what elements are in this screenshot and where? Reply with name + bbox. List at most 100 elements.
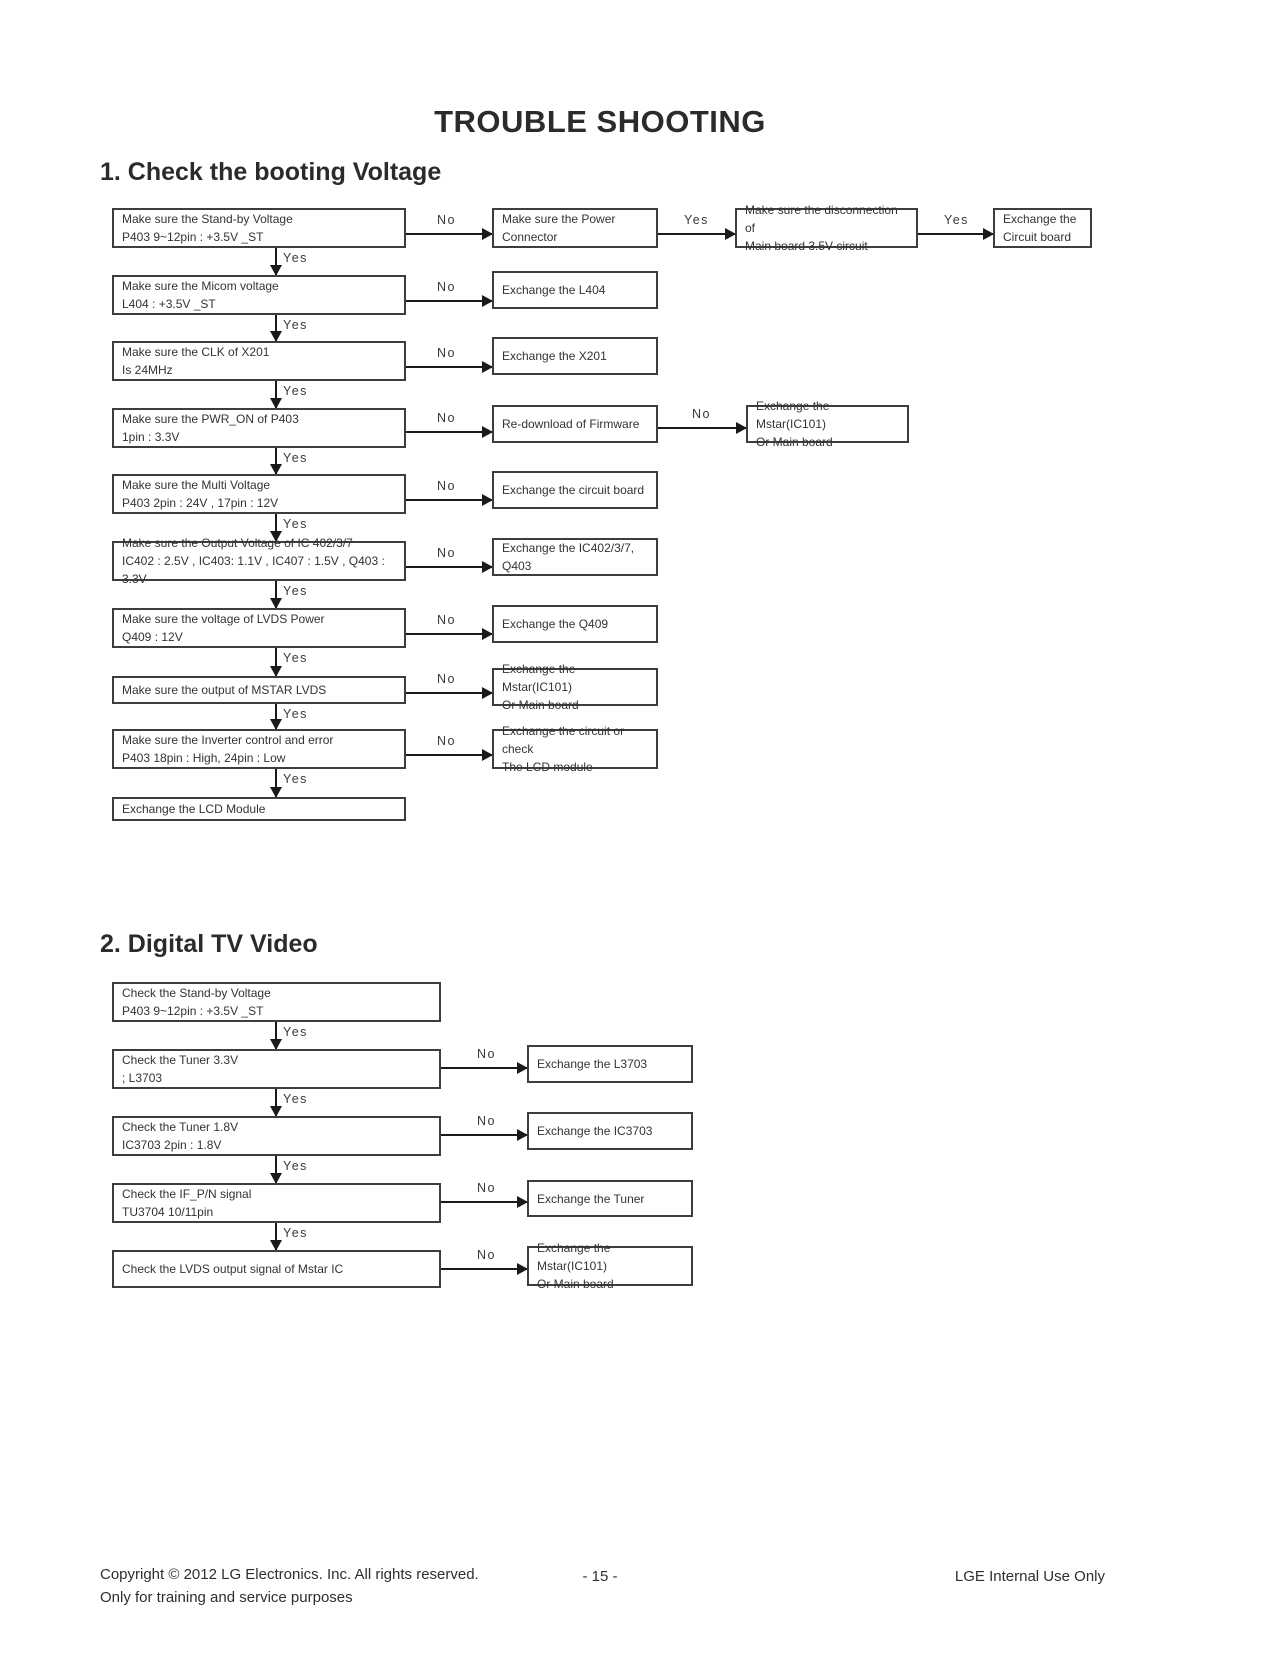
flow-box-exchange-circuit: Exchange the circuit board bbox=[492, 471, 658, 509]
arrow-down bbox=[270, 448, 282, 475]
flow-box-line: Exchange the circuit board bbox=[502, 483, 645, 497]
section1-heading: 1. Check the booting Voltage bbox=[100, 158, 442, 186]
arrow-down bbox=[270, 381, 282, 409]
footer-copyright-line2: Only for training and service purposes bbox=[100, 1589, 353, 1606]
flow-box-line: Make sure the voltage of LVDS Power bbox=[122, 612, 325, 626]
yes-label: Yes bbox=[283, 451, 308, 465]
flow-box-line: 1pin : 3.3V bbox=[122, 430, 180, 444]
flow-box-line: Make sure the disconnection of bbox=[745, 203, 898, 235]
yes-label: Yes bbox=[684, 213, 709, 227]
no-label: No bbox=[477, 1114, 496, 1128]
flow-box-line: Make sure the Stand-by Voltage bbox=[122, 212, 293, 226]
flow-box-line: Exchange the Mstar(IC101) bbox=[756, 399, 830, 431]
yes-label: Yes bbox=[283, 772, 308, 786]
flow-box-line: Is 24MHz bbox=[122, 363, 173, 377]
flow-box-standby-voltage: Make sure the Stand-by Voltage P403 9~12… bbox=[112, 208, 406, 248]
flow-box-exchange-q409: Exchange the Q409 bbox=[492, 605, 658, 643]
flow-box-line: Connector bbox=[502, 230, 558, 244]
flow-box-exchange-ic3703: Exchange the IC3703 bbox=[527, 1112, 693, 1150]
arrow-down bbox=[270, 315, 282, 342]
flow-box-exchange-lcd-module: Exchange the LCD Module bbox=[112, 797, 406, 821]
flow-box-line: Make sure the Multi Voltage bbox=[122, 478, 271, 492]
flow-box-line: Exchange the X201 bbox=[502, 349, 607, 363]
no-label: No bbox=[477, 1248, 496, 1262]
flow-box-line: Check the IF_P/N signal bbox=[122, 1187, 252, 1201]
arrow-right bbox=[406, 228, 493, 240]
flow-box-tuner-18: Check the Tuner 1.8V IC3703 2pin : 1.8V bbox=[112, 1116, 441, 1156]
arrow-down bbox=[270, 248, 282, 276]
yes-label: Yes bbox=[283, 251, 308, 265]
no-label: No bbox=[437, 411, 456, 425]
flow-box-redownload-firmware: Re-download of Firmware bbox=[492, 405, 658, 443]
flow-box-line: Circuit board bbox=[1003, 230, 1072, 244]
flow-box-line: The LCD module bbox=[502, 760, 593, 774]
arrow-right bbox=[406, 494, 493, 506]
flow-box-line: Check the LVDS output signal of Mstar IC bbox=[122, 1262, 344, 1276]
no-label: No bbox=[477, 1181, 496, 1195]
yes-label: Yes bbox=[283, 707, 308, 721]
no-label: No bbox=[437, 479, 456, 493]
flow-box-exchange-l3703: Exchange the L3703 bbox=[527, 1045, 693, 1083]
flow-box-output-voltage-ic: Make sure the Output Voltage of IC 402/3… bbox=[112, 536, 406, 586]
yes-label: Yes bbox=[283, 1226, 308, 1240]
flow-box-line: Main board 3.5V circuit bbox=[745, 239, 868, 253]
flow-box-line: Exchange the IC3703 bbox=[537, 1124, 653, 1138]
flow-box-line: TU3704 10/11pin bbox=[122, 1205, 214, 1219]
flow-box-line: Exchange the Mstar(IC101) bbox=[537, 1241, 611, 1273]
flow-box-line: Make sure the Output Voltage of IC 402/3… bbox=[122, 536, 353, 550]
yes-label: Yes bbox=[283, 318, 308, 332]
arrow-down bbox=[270, 704, 282, 730]
flow-box-line: L404 : +3.5V _ST bbox=[122, 297, 216, 311]
flow-box-line: ; L3703 bbox=[122, 1071, 163, 1085]
footer-internal-use-note: LGE Internal Use Only bbox=[954, 1568, 1105, 1585]
flow-box-line: Make sure the PWR_ON of P403 bbox=[122, 412, 299, 426]
arrow-right bbox=[658, 422, 747, 434]
no-label: No bbox=[437, 546, 456, 560]
yes-label: Yes bbox=[283, 1159, 308, 1173]
flow-box-line: Or Main board bbox=[502, 698, 579, 712]
flow-box-lvds-output-mstar: Check the LVDS output signal of Mstar IC bbox=[112, 1250, 441, 1288]
arrow-down bbox=[270, 1089, 282, 1117]
flow-box-multi-voltage: Make sure the Multi Voltage P403 2pin : … bbox=[112, 474, 406, 514]
flow-box-line: Q409 : 12V bbox=[122, 630, 183, 644]
flow-box-line: P403 9~12pin : +3.5V _ST bbox=[122, 1004, 264, 1018]
yes-label: Yes bbox=[283, 1025, 308, 1039]
flow-box-check-standby: Check the Stand-by Voltage P403 9~12pin … bbox=[112, 982, 441, 1022]
yes-label: Yes bbox=[283, 517, 308, 531]
arrow-right bbox=[658, 228, 736, 240]
flow-box-line: Q403 bbox=[502, 559, 532, 573]
yes-label: Yes bbox=[283, 651, 308, 665]
flow-box-line: Exchange the LCD Module bbox=[122, 802, 266, 816]
no-label: No bbox=[437, 346, 456, 360]
arrow-down bbox=[270, 1022, 282, 1050]
flow-box-line: Exchange the L404 bbox=[502, 283, 606, 297]
flow-box-exchange-x201: Exchange the X201 bbox=[492, 337, 658, 375]
arrow-right bbox=[441, 1062, 528, 1074]
flow-box-line: Exchange the circuit or check bbox=[502, 724, 625, 756]
arrow-right bbox=[406, 426, 493, 438]
flow-box-line: Exchange the Q409 bbox=[502, 617, 609, 631]
flow-box-lvds-power: Make sure the voltage of LVDS Power Q409… bbox=[112, 608, 406, 648]
flow-box-line: Check the Tuner 3.3V bbox=[122, 1053, 239, 1067]
flow-box-line: Exchange the IC402/3/7, bbox=[502, 541, 635, 555]
no-label: No bbox=[437, 280, 456, 294]
flow-box-exchange-ic402: Exchange the IC402/3/7, Q403 bbox=[492, 538, 658, 576]
flow-box-line: Exchange the bbox=[1003, 212, 1077, 226]
flow-box-micom-voltage: Make sure the Micom voltage L404 : +3.5V… bbox=[112, 275, 406, 315]
flow-box-line: Re-download of Firmware bbox=[502, 417, 640, 431]
flow-box-line: Make sure the Power bbox=[502, 212, 616, 226]
no-label: No bbox=[692, 407, 711, 421]
arrow-down bbox=[270, 769, 282, 798]
no-label: No bbox=[477, 1047, 496, 1061]
flow-box-exchange-circuit-board: Exchange the Circuit board bbox=[993, 208, 1092, 248]
no-label: No bbox=[437, 672, 456, 686]
arrow-right bbox=[406, 361, 493, 373]
flow-box-exchange-l404: Exchange the L404 bbox=[492, 271, 658, 309]
footer-copyright-line1: Copyright © 2012 LG Electronics. Inc. Al… bbox=[100, 1566, 479, 1583]
arrow-down bbox=[270, 1156, 282, 1184]
flow-box-line: Exchange the Mstar(IC101) bbox=[502, 662, 576, 694]
flow-box-line: Make sure the output of MSTAR LVDS bbox=[122, 683, 327, 697]
arrow-right bbox=[406, 749, 493, 761]
no-label: No bbox=[437, 613, 456, 627]
